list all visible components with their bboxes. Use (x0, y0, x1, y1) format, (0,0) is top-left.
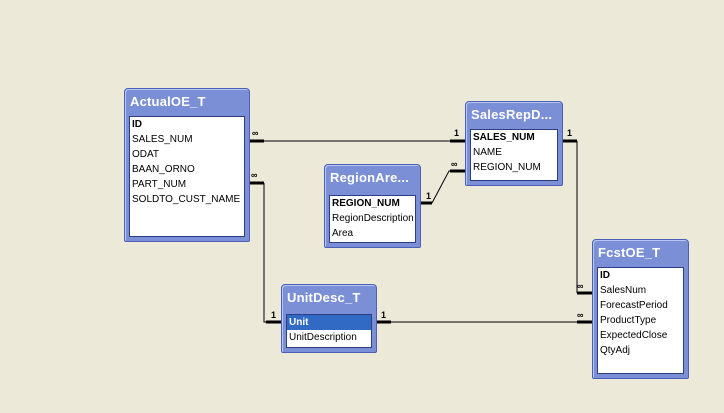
many-label: ∞ (252, 128, 259, 138)
field-sales-num[interactable]: SALES_NUM (132, 134, 193, 145)
field-baan-orno[interactable]: BAAN_ORNO (132, 164, 195, 175)
field-odat[interactable]: ODAT (132, 149, 160, 160)
table-title[interactable]: FcstOE_T (598, 245, 661, 260)
field-salesnum[interactable]: SalesNum (600, 285, 647, 296)
table-unitdesc[interactable]: UnitDesc_T Unit UnitDescription (281, 284, 377, 353)
field-part-num[interactable]: PART_NUM (132, 179, 187, 190)
relationship-unitdesc-fcst[interactable]: 1 ∞ (376, 310, 592, 324)
one-label: 1 (381, 310, 386, 320)
field-list[interactable]: REGION_NUM RegionDescription Area (329, 195, 416, 243)
field-id[interactable]: ID (600, 270, 610, 281)
relationship-actual-unitdesc[interactable]: ∞ 1 (249, 170, 281, 324)
table-title[interactable]: RegionAre... (330, 170, 409, 185)
field-list[interactable]: Unit UnitDescription (286, 314, 372, 348)
one-label: 1 (454, 128, 459, 138)
field-soldto-cust-name[interactable]: SOLDTO_CUST_NAME (132, 194, 241, 205)
one-label: 1 (426, 191, 431, 201)
field-name[interactable]: NAME (473, 147, 502, 158)
one-label: 1 (567, 128, 572, 138)
relationship-actual-salesrep[interactable]: ∞ 1 (249, 128, 465, 143)
many-label: ∞ (577, 281, 584, 291)
relationship-region-salesrep[interactable]: 1 ∞ (420, 159, 465, 205)
field-expected-close[interactable]: ExpectedClose (600, 330, 668, 341)
field-list[interactable]: ID SalesNum ForecastPeriod ProductType E… (597, 267, 684, 374)
many-label: ∞ (451, 159, 458, 169)
field-region-num[interactable]: REGION_NUM (332, 198, 400, 209)
table-actualoe[interactable]: ActualOE_T ID SALES_NUM ODAT BAAN_ORNO P… (124, 88, 250, 242)
field-forecast-period[interactable]: ForecastPeriod (600, 300, 668, 311)
table-fcstoe[interactable]: FcstOE_T ID SalesNum ForecastPeriod Prod… (592, 239, 689, 379)
table-title[interactable]: SalesRepD... (471, 107, 553, 122)
relationship-salesrep-fcst[interactable]: 1 ∞ (562, 128, 592, 295)
table-title[interactable]: UnitDesc_T (287, 290, 361, 305)
field-region-num[interactable]: REGION_NUM (473, 162, 541, 173)
field-qtyadj[interactable]: QtyAdj (600, 345, 631, 356)
field-area[interactable]: Area (332, 228, 354, 239)
table-title[interactable]: ActualOE_T (130, 94, 206, 109)
field-unit[interactable]: Unit (287, 315, 371, 330)
field-unit-description[interactable]: UnitDescription (289, 332, 357, 343)
field-sales-num[interactable]: SALES_NUM (473, 132, 535, 143)
many-label: ∞ (577, 310, 584, 320)
field-list[interactable]: SALES_NUM NAME REGION_NUM (470, 129, 558, 181)
field-product-type[interactable]: ProductType (600, 315, 657, 326)
field-list[interactable]: ID SALES_NUM ODAT BAAN_ORNO PART_NUM SOL… (129, 116, 245, 237)
table-regionarea[interactable]: RegionAre... REGION_NUM RegionDescriptio… (324, 164, 421, 248)
many-label: ∞ (251, 170, 258, 180)
field-region-description[interactable]: RegionDescription (332, 213, 414, 224)
one-label: 1 (271, 310, 276, 320)
field-id[interactable]: ID (132, 119, 142, 130)
table-salesrep[interactable]: SalesRepD... SALES_NUM NAME REGION_NUM (465, 101, 563, 186)
